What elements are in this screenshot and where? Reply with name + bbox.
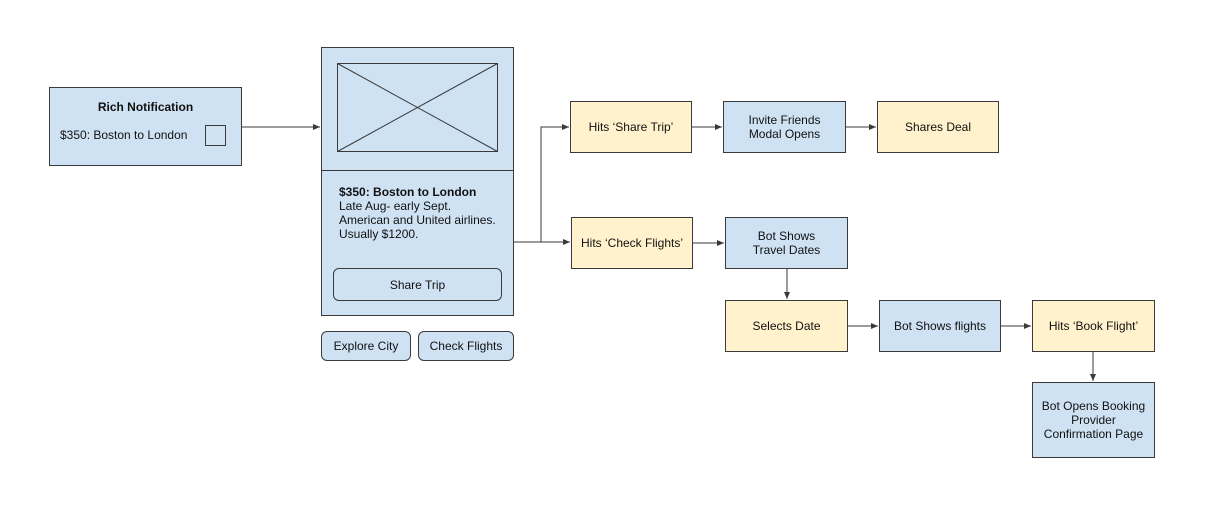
node-hits-book-flight: Hits ‘Book Flight’ — [1032, 300, 1155, 352]
image-placeholder-icon — [337, 63, 498, 152]
node-invite-friends: Invite Friends Modal Opens — [723, 101, 846, 153]
card-description: $350: Boston to London Late Aug- early S… — [339, 185, 496, 241]
card-headline: $350: Boston to London — [339, 185, 477, 199]
node-bot-opens-booking: Bot Opens Booking Provider Confirmation … — [1032, 382, 1155, 458]
edge-card-to-share-trip — [514, 124, 569, 243]
card-usual-price: Usually $1200. — [339, 227, 419, 241]
card-divider — [322, 170, 513, 171]
card-dates: Late Aug- early Sept. — [339, 199, 452, 213]
node-shares-deal: Shares Deal — [877, 101, 999, 153]
explore-city-button[interactable]: Explore City — [321, 331, 411, 361]
check-flights-button[interactable]: Check Flights — [418, 331, 514, 361]
node-hits-check-flights: Hits ‘Check Flights’ — [571, 217, 693, 269]
node-bot-shows-dates: Bot Shows Travel Dates — [725, 217, 848, 269]
node-hits-share-trip: Hits ‘Share Trip’ — [570, 101, 692, 153]
notification-thumbnail — [205, 125, 226, 146]
notification-text: $350: Boston to London — [60, 128, 188, 142]
trip-card: $350: Boston to London Late Aug- early S… — [321, 47, 514, 316]
node-selects-date: Selects Date — [725, 300, 848, 352]
notification-title: Rich Notification — [97, 100, 194, 114]
rich-notification[interactable]: Rich Notification $350: Boston to London — [49, 87, 242, 166]
card-airlines: American and United airlines. — [339, 213, 496, 227]
node-bot-shows-flights: Bot Shows flights — [879, 300, 1001, 352]
share-trip-button[interactable]: Share Trip — [333, 268, 502, 301]
